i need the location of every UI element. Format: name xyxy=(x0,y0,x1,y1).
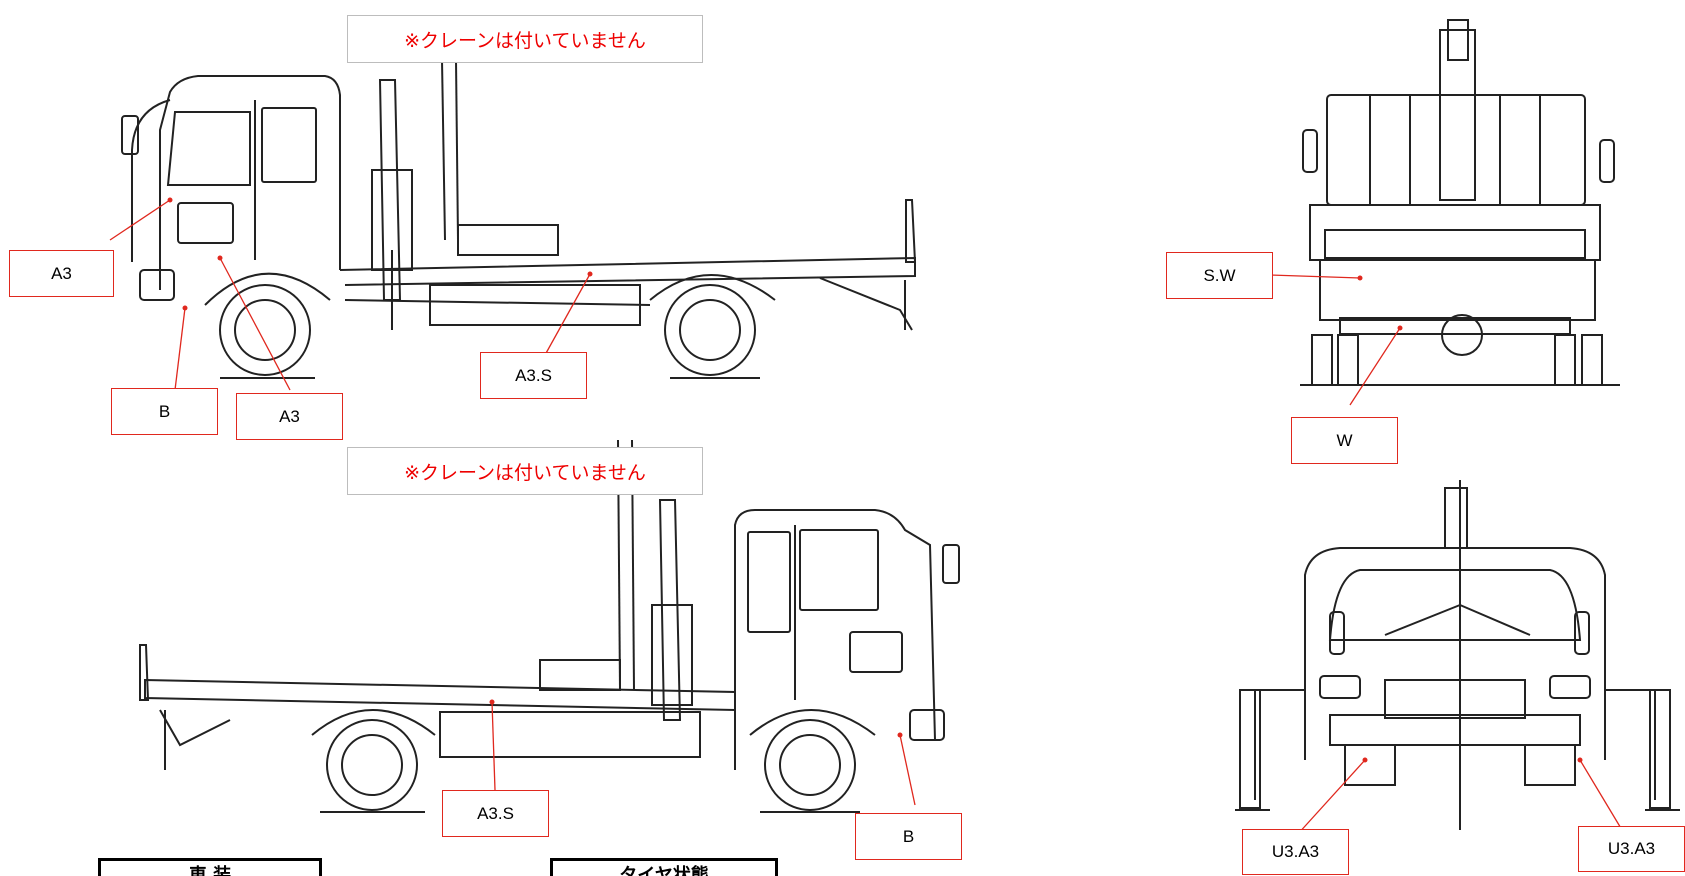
footer-box-tire-condition: タイヤ状態 xyxy=(550,858,778,876)
damage-label-a3-cab: A3 xyxy=(9,250,114,297)
note-no-crane-top: ※クレーンは付いていません xyxy=(347,15,703,63)
damage-label-u3a3-front-left: U3.A3 xyxy=(1242,829,1349,875)
footer-box-body: 車 装 xyxy=(98,858,322,876)
callout-arrowheads xyxy=(167,197,1583,763)
side-view-left-drawing xyxy=(121,59,917,379)
damage-label-a3s-bed-right: A3.S xyxy=(442,790,549,837)
callout-lines xyxy=(109,199,1626,836)
damage-label-b-front-bumper: B xyxy=(111,388,218,435)
damage-label-w-rear: W xyxy=(1291,417,1398,464)
damage-label-u3a3-front-right: U3.A3 xyxy=(1578,826,1685,872)
front-view-drawing xyxy=(1235,480,1680,830)
side-view-right-drawing xyxy=(139,439,960,813)
note-no-crane-bottom: ※クレーンは付いていません xyxy=(347,447,703,495)
damage-label-b-front-bumper-right: B xyxy=(855,813,962,860)
rear-view-drawing xyxy=(1300,19,1620,386)
damage-label-a3s-bed: A3.S xyxy=(480,352,587,399)
damage-label-a3-fender: A3 xyxy=(236,393,343,440)
damage-label-sw-rear: S.W xyxy=(1166,252,1273,299)
